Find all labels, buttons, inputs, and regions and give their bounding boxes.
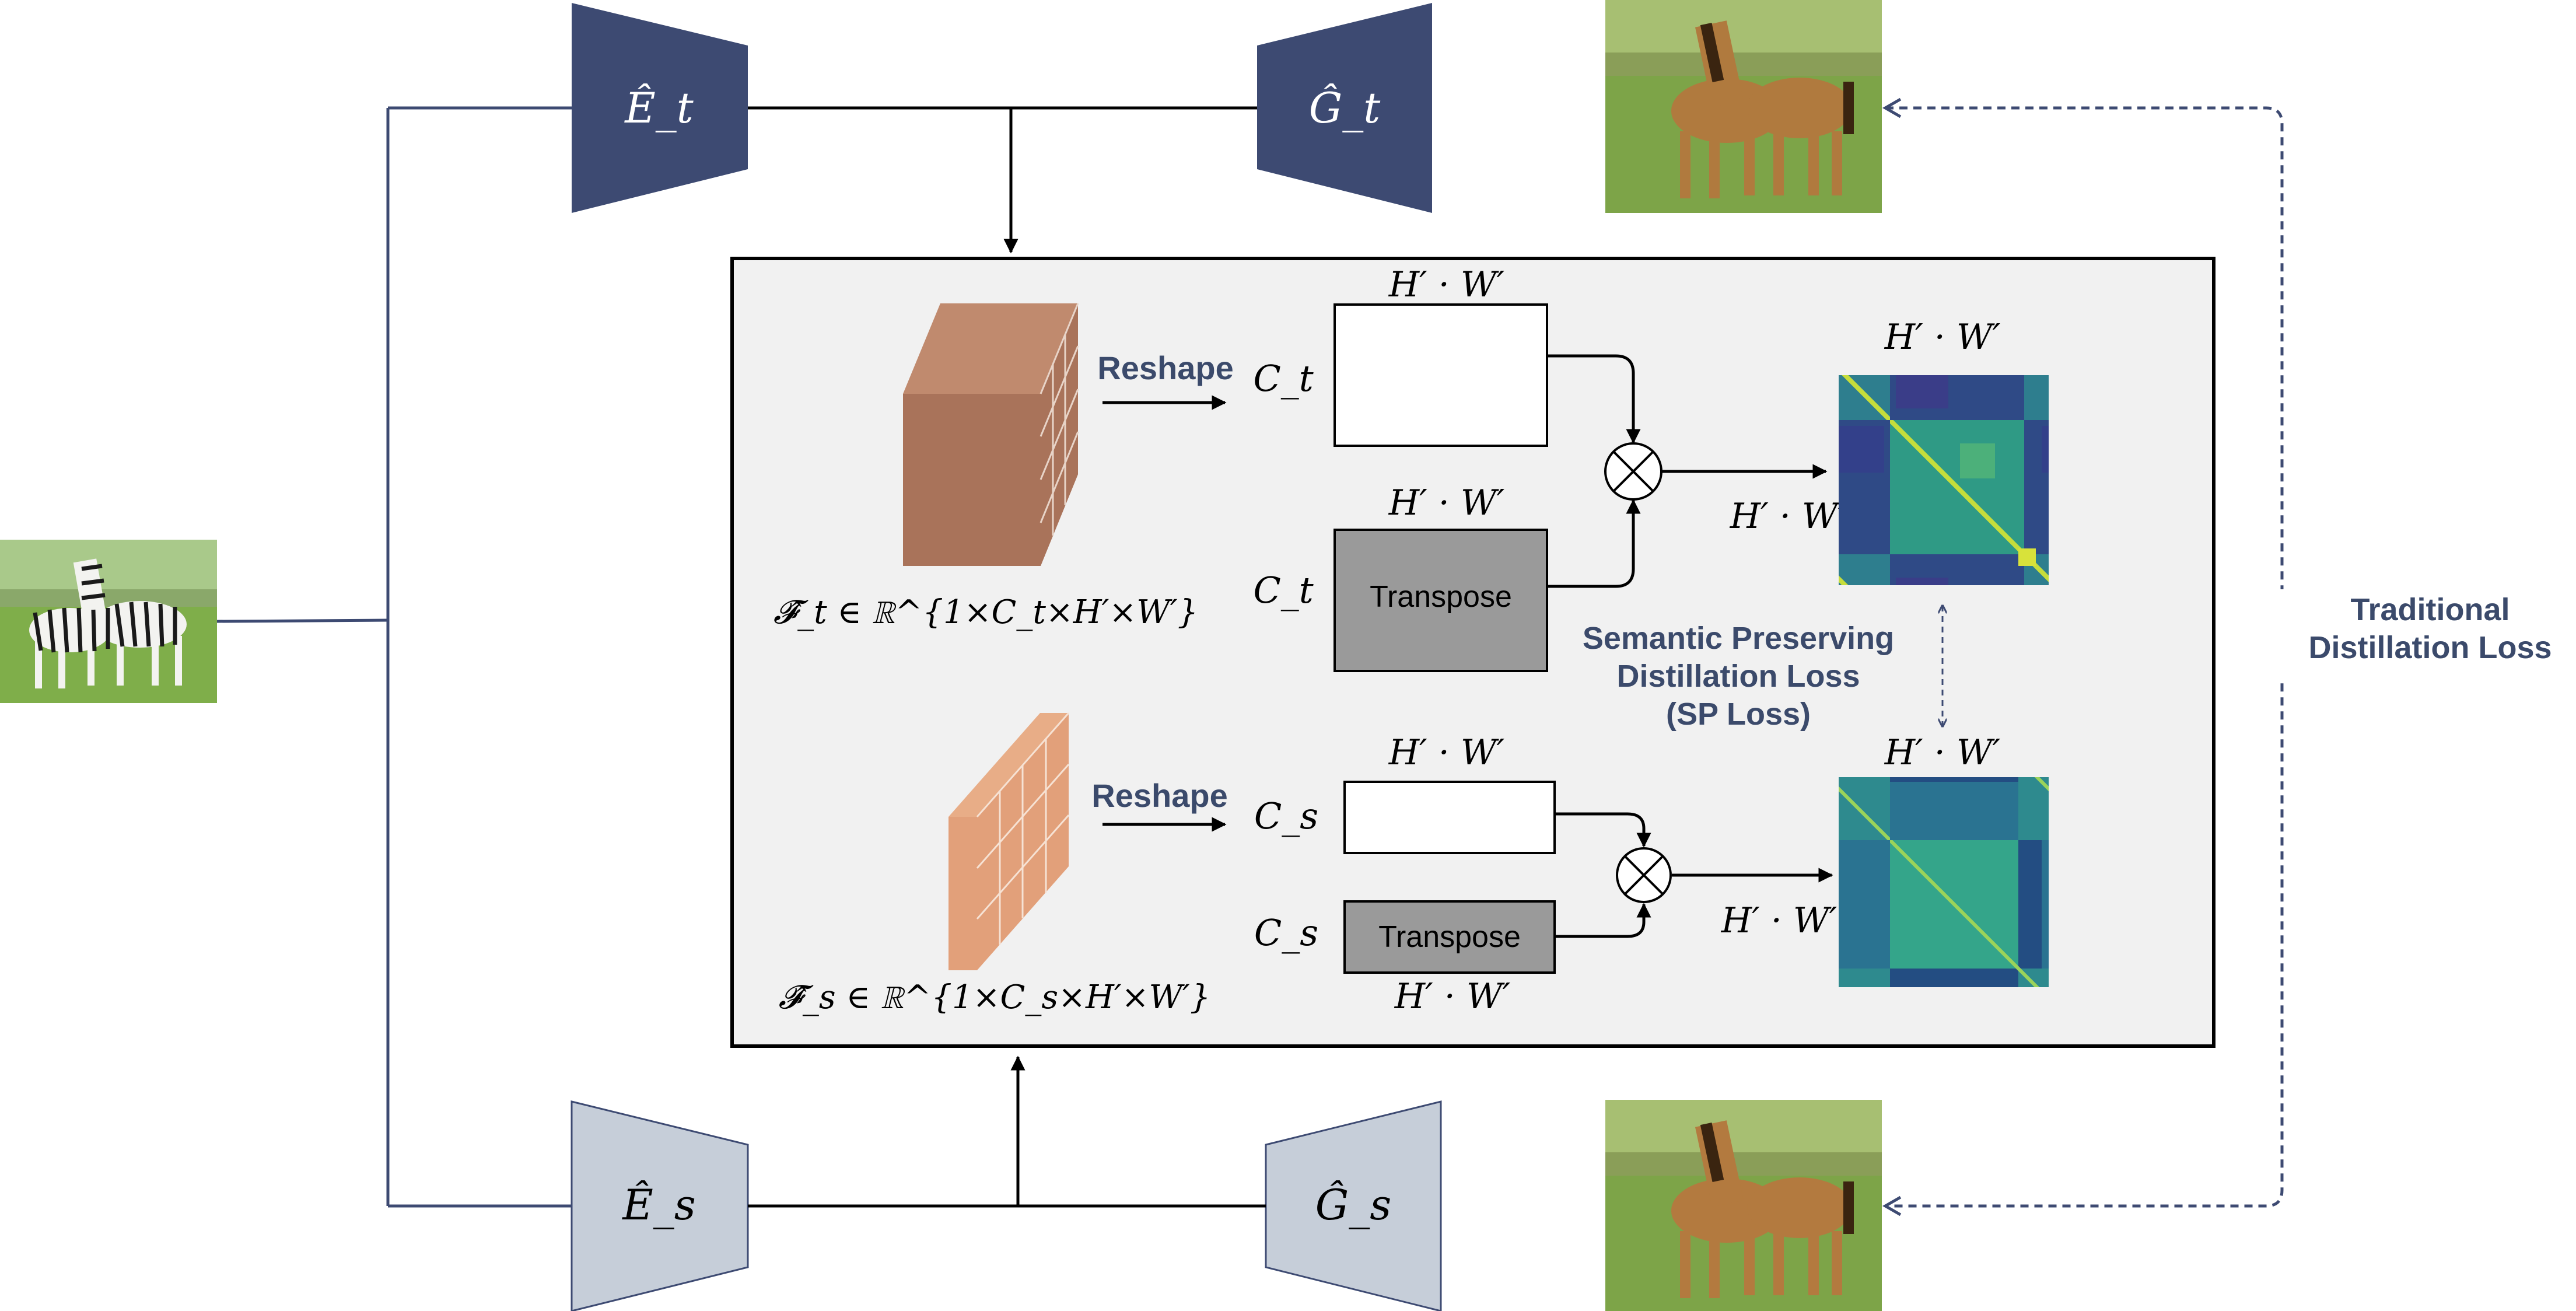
- teacher-multiply-icon: [1604, 442, 1662, 501]
- student-links: [748, 1055, 1266, 1208]
- traditional-loss-arrowheads: [1882, 97, 1902, 1216]
- sp-loss-line2: Distillation Loss: [1616, 659, 1860, 694]
- teacher-feature-formula: 𝓕̂_t ∈ ℝ^{1×C_t×H′×W′}: [774, 593, 1198, 631]
- teacher-links: [748, 106, 1257, 254]
- student-reshape-label: Reshape: [1091, 777, 1227, 814]
- student-multiply-links: [1555, 812, 1833, 938]
- teacher-generator-label: Ĝ_t: [1309, 82, 1381, 132]
- traditional-loss-label-bg: [2275, 589, 2576, 683]
- teacher-gram-dim-top: H′ · W′: [1884, 317, 2001, 358]
- teacher-channel-label-bottom: C_t: [1253, 569, 1313, 611]
- teacher-top-box-dim: H′ · W′: [1388, 264, 1505, 305]
- traditional-loss-line1: Traditional: [2350, 592, 2510, 627]
- student-generator-shape: [1265, 1100, 1442, 1311]
- teacher-transpose-dim: H′ · W′: [1388, 483, 1505, 523]
- student-encoder-shape: [570, 1100, 749, 1311]
- student-feature-formula: 𝓕̂_s ∈ ℝ^{1×C_s×H′×W′}: [779, 978, 1211, 1016]
- student-channel-label-top: C_s: [1254, 795, 1318, 837]
- teacher-gram-heatmap: [1839, 375, 2049, 585]
- student-output-horse-image: [1605, 1100, 1882, 1311]
- student-gram-heatmap: [1839, 777, 2049, 987]
- teacher-gram-dim-side: H′ · W′: [1730, 496, 1846, 537]
- input-zebra-image: [0, 540, 217, 703]
- teacher-encoder-label: Ê_t: [624, 83, 694, 132]
- teacher-multiply-links: [1547, 354, 1828, 588]
- teacher-feature-block: [903, 303, 1079, 566]
- teacher-transpose-label: Transpose: [1370, 580, 1512, 614]
- teacher-output-horse-image: [1605, 0, 1882, 213]
- student-transpose-dim: H′ · W′: [1394, 976, 1511, 1017]
- student-gram-dim-side: H′ · W′: [1721, 900, 1838, 941]
- student-feature-block: [949, 712, 1070, 970]
- sp-loss-line1: Semantic Preserving: [1583, 621, 1894, 656]
- teacher-transpose-box: [1334, 529, 1548, 672]
- teacher-generator-shape: [1257, 3, 1432, 213]
- input-connector-lines: [216, 106, 572, 1208]
- student-top-box-dim: H′ · W′: [1388, 732, 1505, 773]
- student-reshaped-matrix: [1343, 781, 1556, 854]
- student-gram-dim-top: H′ · W′: [1884, 732, 2001, 773]
- student-transpose-label: Transpose: [1378, 920, 1521, 954]
- sp-loss-line3: (SP Loss): [1666, 697, 1811, 732]
- student-generator-label: Ĝ_s: [1315, 1179, 1391, 1229]
- student-encoder-label: Ê_s: [621, 1180, 696, 1229]
- student-multiply-icon: [1616, 847, 1672, 903]
- teacher-channel-label-top: C_t: [1253, 357, 1313, 400]
- student-transpose-box: [1343, 900, 1556, 974]
- teacher-reshape-label: Reshape: [1097, 349, 1233, 386]
- teacher-encoder-shape: [572, 3, 748, 213]
- student-channel-label-bottom: C_s: [1254, 911, 1318, 954]
- traditional-loss-line2: Distillation Loss: [2308, 630, 2552, 665]
- teacher-reshaped-matrix: [1334, 303, 1548, 447]
